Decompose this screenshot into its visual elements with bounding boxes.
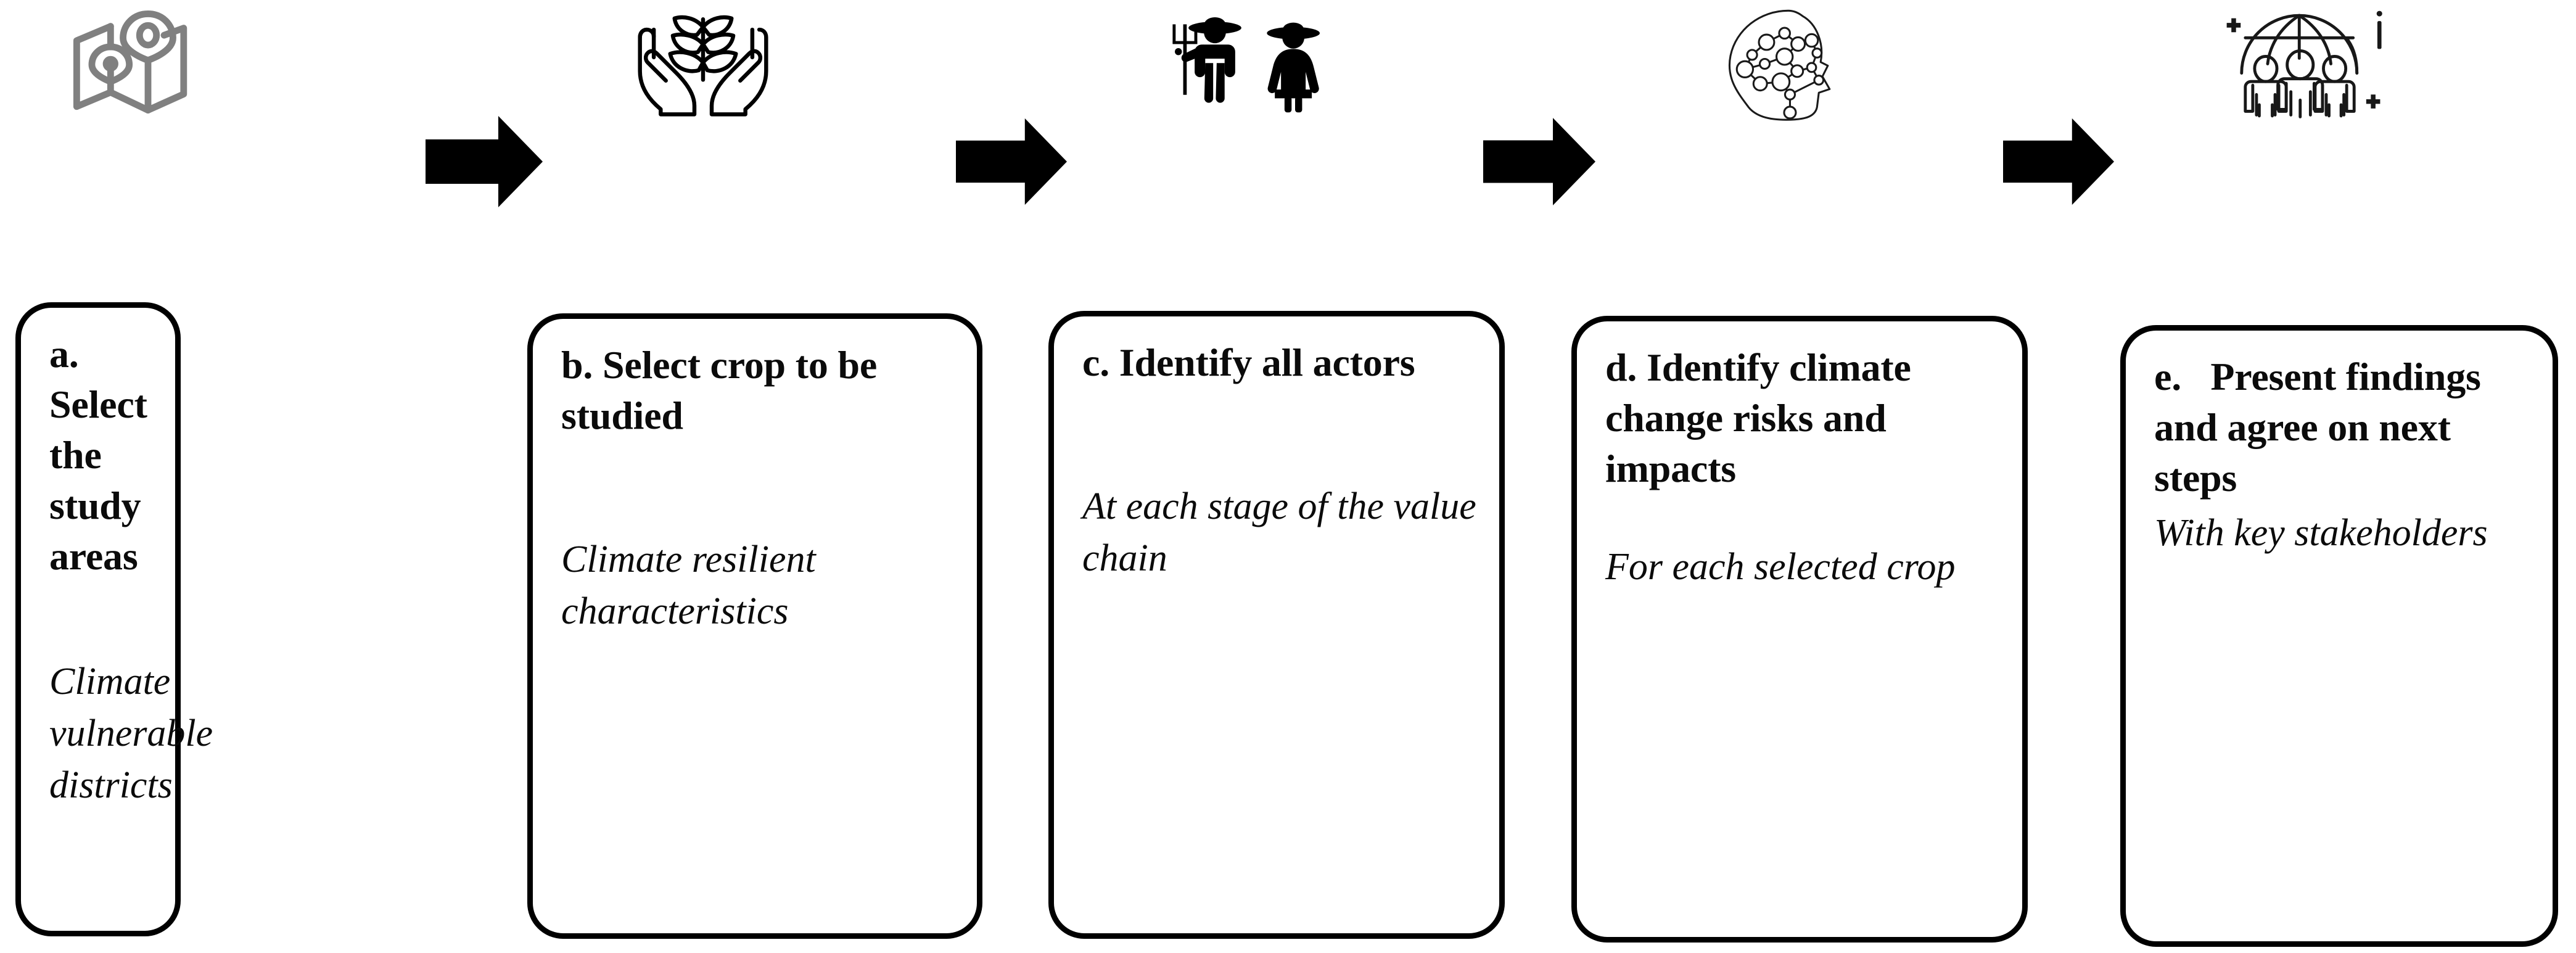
arrow-a-to-b — [426, 116, 543, 207]
step-card-a[interactable]: a. Select the study areas Climate vulner… — [15, 302, 223, 936]
right-arrow-icon — [426, 116, 543, 207]
two-farmers-with-pitchfork-icon — [1172, 17, 1320, 113]
right-arrow-icon — [2003, 118, 2114, 205]
step-a-icon-slot — [37, 5, 259, 122]
step-a-subtitle: Climate vulnerable districts — [49, 660, 223, 807]
head-with-neural-network-icon — [1729, 9, 1831, 121]
right-arrow-icon — [1483, 118, 1595, 205]
step-card-e[interactable]: e. Present findings and agree on next st… — [2120, 325, 2558, 947]
step-card-c[interactable]: c. Identify all actors At each stage of … — [1048, 311, 1505, 939]
arrow-c-to-d — [1483, 116, 1595, 207]
arrow-b-to-c — [956, 116, 1067, 207]
step-b-icon-slot — [580, 4, 826, 121]
step-d-title: d. Identify climate change risks and imp… — [1605, 345, 1921, 490]
arrow-d-to-e — [2003, 116, 2114, 207]
step-c-icon-slot — [1129, 5, 1388, 122]
step-a-title: a. Select the study areas — [49, 332, 157, 578]
globe-over-three-people-icon — [2226, 10, 2382, 118]
hands-holding-plant-icon — [638, 15, 768, 117]
step-e-subtitle: With key stakeholders — [2154, 511, 2488, 554]
step-card-d[interactable]: d. Identify climate change risks and imp… — [1571, 316, 2028, 943]
step-c-title: c. Identify all actors — [1082, 340, 1415, 384]
step-e-icon-slot — [2195, 2, 2461, 123]
step-e-title: e. Present findings and agree on next st… — [2154, 355, 2491, 500]
step-card-b[interactable]: b. Select crop to be studied Climate res… — [527, 313, 982, 939]
step-d-icon-slot — [1677, 6, 1924, 126]
folded-map-with-location-pins-icon — [73, 10, 187, 113]
right-arrow-icon — [956, 118, 1067, 205]
step-b-title: b. Select crop to be studied — [561, 343, 887, 437]
step-d-subtitle: For each selected crop — [1605, 545, 1956, 588]
step-b-subtitle: Climate resilient characteristics — [561, 538, 826, 633]
step-c-subtitle: At each stage of the value chain — [1082, 485, 1486, 580]
